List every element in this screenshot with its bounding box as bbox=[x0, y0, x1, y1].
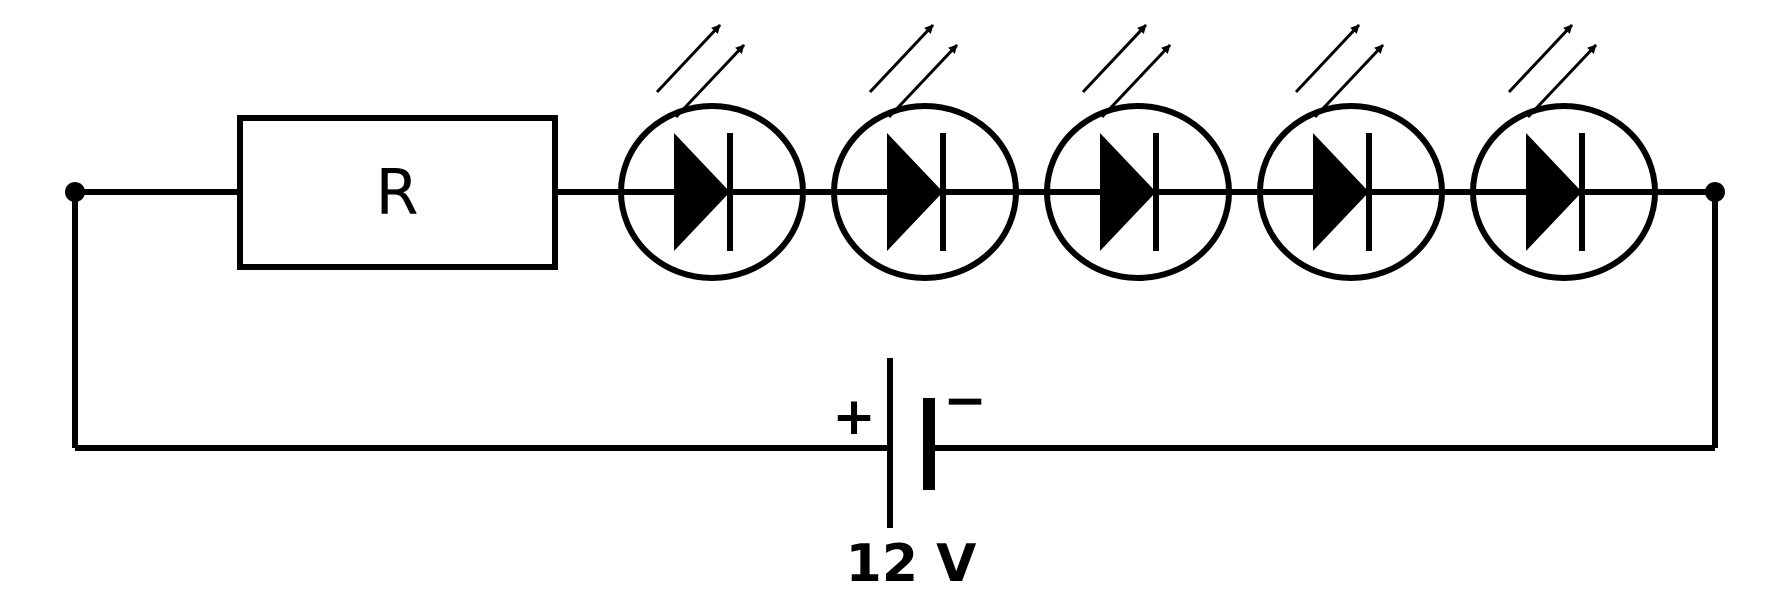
resistor-body bbox=[237, 115, 558, 270]
led-emission-arrow bbox=[1081, 23, 1148, 94]
led-emission-arrow bbox=[887, 43, 959, 119]
led-triangle bbox=[1526, 133, 1582, 251]
battery: + − 12 V bbox=[832, 358, 987, 591]
led-emission-arrow bbox=[1507, 23, 1574, 94]
led bbox=[1256, 23, 1473, 281]
resistor-label: R bbox=[375, 156, 418, 229]
led bbox=[1043, 23, 1260, 281]
led-emission-arrow bbox=[868, 23, 935, 94]
led-triangle bbox=[674, 133, 730, 251]
led-emission-arrow bbox=[1294, 23, 1361, 94]
battery-positive-label: + bbox=[832, 387, 876, 447]
led-triangle bbox=[1100, 133, 1156, 251]
led-triangle bbox=[1313, 133, 1369, 251]
led-chain bbox=[617, 23, 1715, 281]
led bbox=[830, 23, 1047, 281]
resistor: R bbox=[237, 115, 558, 270]
led bbox=[1469, 23, 1715, 281]
battery-voltage-label: 12 V bbox=[846, 534, 977, 591]
terminal-left bbox=[65, 182, 85, 202]
led-emission-arrow bbox=[655, 23, 722, 94]
led-triangle bbox=[887, 133, 943, 251]
led bbox=[617, 23, 834, 281]
battery-negative-label: − bbox=[943, 371, 987, 431]
led-emission-arrow bbox=[674, 43, 746, 119]
led-emission-arrow bbox=[1526, 43, 1598, 119]
led-emission-arrow bbox=[1100, 43, 1172, 119]
led-emission-arrow bbox=[1313, 43, 1385, 119]
